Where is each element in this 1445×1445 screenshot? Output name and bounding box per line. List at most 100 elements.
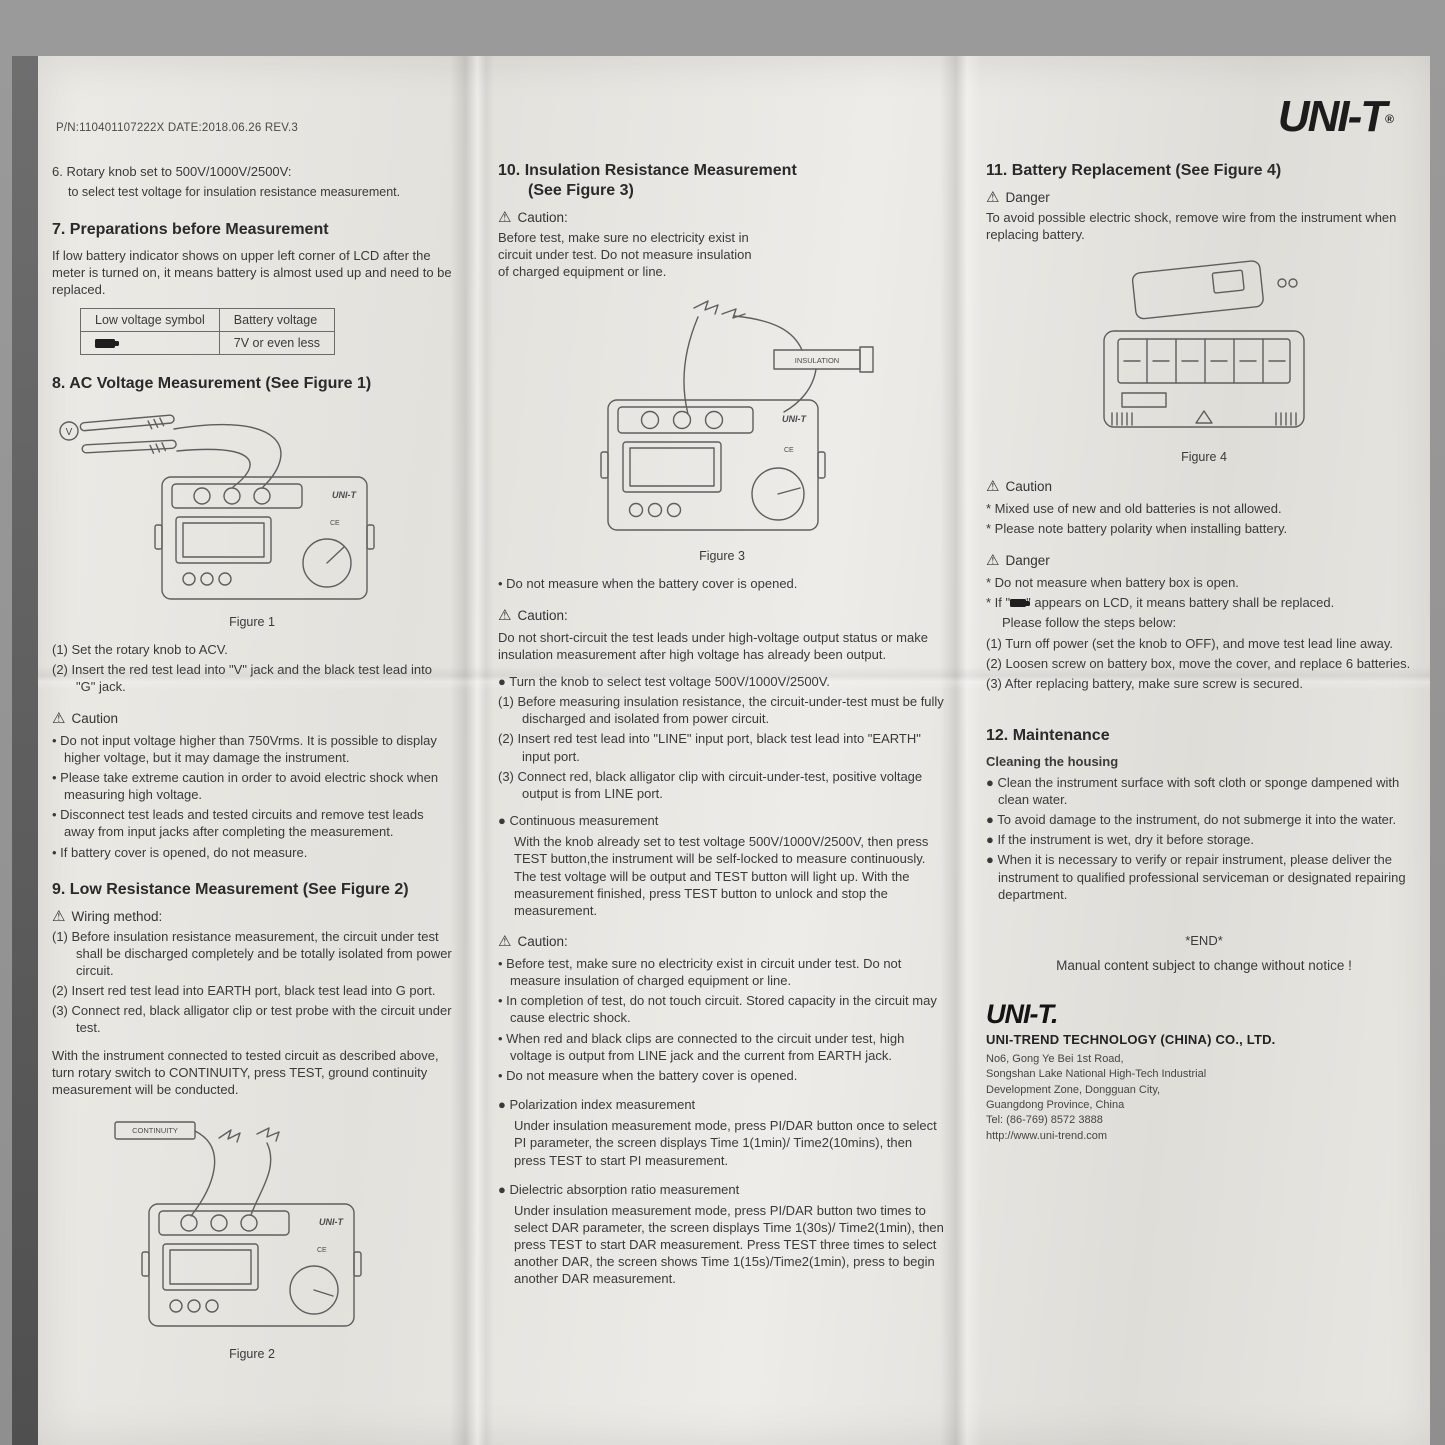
figure-1: V UNI-T CE (52, 403, 452, 613)
sec9-step: (1) Before insulation resistance measure… (52, 928, 452, 978)
dar-body: Under insulation measurement mode, press… (514, 1202, 944, 1287)
sec10-step: (1) Before measuring insulation resistan… (498, 694, 944, 727)
column-left: 6. Rotary knob set to 500V/1000V/2500V: … (52, 56, 452, 1373)
danger-heading: ⚠ Danger (986, 553, 1422, 568)
danger-label: Danger (1005, 190, 1050, 205)
note-item: • Do not measure when the battery cover … (498, 576, 798, 592)
sec9-step: (3) Connect red, black alligator clip or… (52, 1003, 452, 1036)
bullet-item: ● Turn the knob to select test voltage 5… (498, 673, 830, 689)
caution-body: Do not short-circuit the test leads unde… (498, 629, 928, 662)
caution-heading: ⚠ Caution (52, 711, 452, 726)
warning-icon: ⚠ (986, 551, 1000, 569)
footer-website: http://www.uni-trend.com (986, 1129, 1108, 1142)
danger-item: * Do not measure when battery box is ope… (986, 574, 1239, 590)
battery-step: (2) Loosen screw on battery box, move th… (986, 656, 1411, 672)
section-8-title: 8. AC Voltage Measurement (See Figure 1) (52, 375, 372, 393)
section-9-title: 9. Low Resistance Measurement (See Figur… (52, 880, 409, 898)
voltmeter-symbol: V (66, 427, 73, 438)
bullet-item: ● Polarization index measurement (498, 1097, 696, 1113)
continuity-label: CONTINUITY (132, 1126, 178, 1135)
figure-2-caption: Figure 2 (229, 1347, 275, 1362)
insulation-label: INSULATION (795, 356, 839, 365)
manual-page: P/N:110401107222X DATE:2018.06.26 REV.3 … (38, 56, 1430, 1445)
photo-shadow-edge (12, 56, 38, 1445)
footer-phone: Tel: (86-769) 8572 3888 (986, 1114, 1103, 1127)
section-10-title-line2: (See Figure 3) (528, 182, 634, 199)
caution-item: • Before test, make sure no electricity … (498, 955, 902, 989)
sec10-step: (2) Insert red test lead into "LINE" inp… (498, 731, 921, 764)
figure-1-caption: Figure 1 (229, 615, 275, 630)
column-middle: 10. Insulation Resistance Measurement (S… (498, 56, 946, 1292)
caution-label: Caution: (517, 607, 568, 623)
steps-intro: Please follow the steps below: (1002, 614, 1177, 630)
figure-3: INSULATION UNI-T CE (526, 290, 946, 547)
danger-body: To avoid possible electric shock, remove… (986, 210, 1397, 243)
table-cell-voltage: 7V or even less (218, 331, 335, 356)
cleaning-item: ● When it is necessary to verify or repa… (986, 852, 1406, 902)
section-11-title: 11. Battery Replacement (See Figure 4) (986, 162, 1282, 179)
caution-heading: ⚠ Caution: (498, 934, 946, 949)
low-battery-suffix: " appears on LCD, it means battery shall… (1026, 594, 1335, 610)
warning-icon: ⚠ (498, 932, 512, 950)
warning-icon: ⚠ (498, 209, 512, 226)
table-header-symbol: Low voltage symbol (80, 308, 220, 333)
cleaning-item: ● To avoid damage to the instrument, do … (986, 812, 1397, 828)
figure-1-illustration: V UNI-T CE (59, 414, 375, 600)
footer-address-line: No6, Gong Ye Bei 1st Road, (986, 1052, 1124, 1065)
figure-2-illustration: CONTINUITY UNI-T CE (114, 1121, 362, 1327)
ce-mark-label: CE (784, 447, 794, 454)
footer-uni-t-logo: UNI-T. (986, 998, 1058, 1029)
table-header-voltage: Battery voltage (218, 308, 335, 333)
caution-item: • When red and black clips are connected… (498, 1030, 905, 1063)
figure-4 (1046, 253, 1422, 448)
cleaning-item: ● Clean the instrument surface with soft… (986, 774, 1400, 807)
caution-label: Caution: (517, 933, 568, 949)
low-battery-prefix: * If " (986, 594, 1011, 610)
sec9-body: With the instrument connected to tested … (52, 1047, 439, 1097)
table-cell-symbol (80, 331, 220, 356)
warning-icon: ⚠ (52, 907, 66, 925)
caution-label: Caution (1005, 479, 1052, 495)
uni-t-logo: UNI-T® (1278, 92, 1394, 142)
section-7-body: If low battery indicator shows on upper … (52, 247, 452, 297)
ce-mark-label: CE (317, 1247, 327, 1254)
danger-label: Danger (1005, 552, 1050, 568)
footer-address-line: Development Zone, Dongguan City, (986, 1083, 1161, 1096)
polarization-body: Under insulation measurement mode, press… (514, 1118, 937, 1168)
caution-heading: ⚠ Caution (986, 479, 1422, 494)
caution-item: • If battery cover is opened, do not mea… (52, 844, 308, 860)
figure-4-caption: Figure 4 (1181, 450, 1227, 465)
caution-item: • Please take extreme caution in order t… (52, 769, 439, 803)
caution-item: * Please note battery polarity when inst… (986, 521, 1288, 537)
warning-icon: ⚠ (498, 606, 512, 624)
caution-item: • In completion of test, do not touch ci… (498, 993, 937, 1026)
warning-icon: ⚠ (986, 189, 1000, 206)
battery-step: (1) Turn off power (set the knob to OFF)… (986, 636, 1394, 652)
cleaning-item: ● If the instrument is wet, dry it befor… (986, 832, 1254, 848)
change-notice: Manual content subject to change without… (1056, 957, 1352, 973)
low-battery-item: * If " " appears on LCD, it means battery… (986, 594, 1422, 611)
figure-2: CONTINUITY UNI-T CE (107, 1108, 452, 1345)
caution-item: • Disconnect test leads and tested circu… (52, 807, 424, 840)
caution-item: • Do not measure when the battery cover … (498, 1067, 798, 1083)
item-6-line1: 6. Rotary knob set to 500V/1000V/2500V: (52, 164, 292, 179)
bullet-item: ● Continuous measurement (498, 813, 659, 829)
sec10-step: (3) Connect red, black alligator clip wi… (498, 768, 923, 801)
column-right: 11. Battery Replacement (See Figure 4) ⚠… (986, 56, 1422, 1144)
warning-icon: ⚠ (986, 478, 1000, 496)
section-12-title: 12. Maintenance (986, 726, 1110, 744)
continuous-measurement-body: With the knob already set to test voltag… (514, 834, 929, 918)
battery-step: (3) After replacing battery, make sure s… (986, 676, 1303, 692)
footer-address-line: Songshan Lake National High-Tech Industr… (986, 1068, 1207, 1081)
meter-brand-label: UNI-T (332, 490, 357, 500)
footer-address-line: Guangdong Province, China (986, 1098, 1125, 1111)
caution-heading: ⚠ Caution: (498, 210, 946, 225)
figure-3-illustration: INSULATION UNI-T CE (600, 300, 874, 532)
cleaning-subtitle: Cleaning the housing (986, 753, 1119, 769)
caution-heading: ⚠ Caution: (498, 608, 946, 623)
ce-mark-label: CE (330, 520, 340, 527)
caution-intro: Before test, make sure no electricity ex… (498, 230, 752, 280)
bullet-item: ● Dielectric absorption ratio measuremen… (498, 1181, 740, 1197)
fold-crease-left (450, 56, 494, 1445)
battery-voltage-table: Low voltage symbol Battery voltage 7V or… (80, 308, 335, 356)
